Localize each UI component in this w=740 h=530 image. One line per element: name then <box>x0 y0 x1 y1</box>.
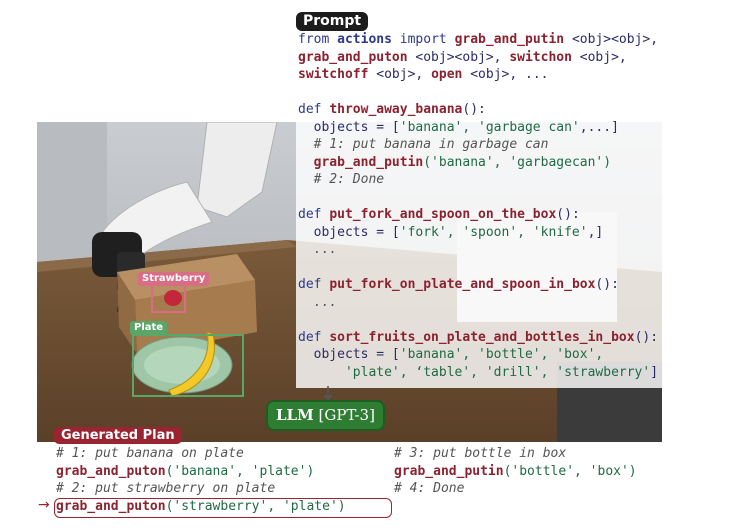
prompt-title: Prompt <box>296 12 369 31</box>
prompt-code: from actions import grab_and_putin <obj>… <box>298 32 659 380</box>
llm-box: LLM [GPT-3] <box>266 400 385 431</box>
current-step-highlight <box>54 498 392 518</box>
current-step-arrow-icon: → <box>38 497 50 513</box>
down-arrow-icon <box>323 386 333 401</box>
plan-code-right: # 3: put bottle in box grab_and_putin('b… <box>394 446 637 496</box>
prompt-panel <box>296 28 716 388</box>
plate-detection-label: Plate <box>130 321 168 335</box>
plate-bounding-box <box>132 334 244 397</box>
strawberry-bounding-box <box>151 284 186 313</box>
generated-plan-title: Generated Plan <box>54 427 182 444</box>
strawberry-detection-label: Strawberry <box>138 272 210 286</box>
plan-panel-right <box>391 443 661 501</box>
plan-code-left: # 1: put banana on plate grab_and_puton(… <box>56 446 346 514</box>
plan-panel-left <box>54 443 384 519</box>
